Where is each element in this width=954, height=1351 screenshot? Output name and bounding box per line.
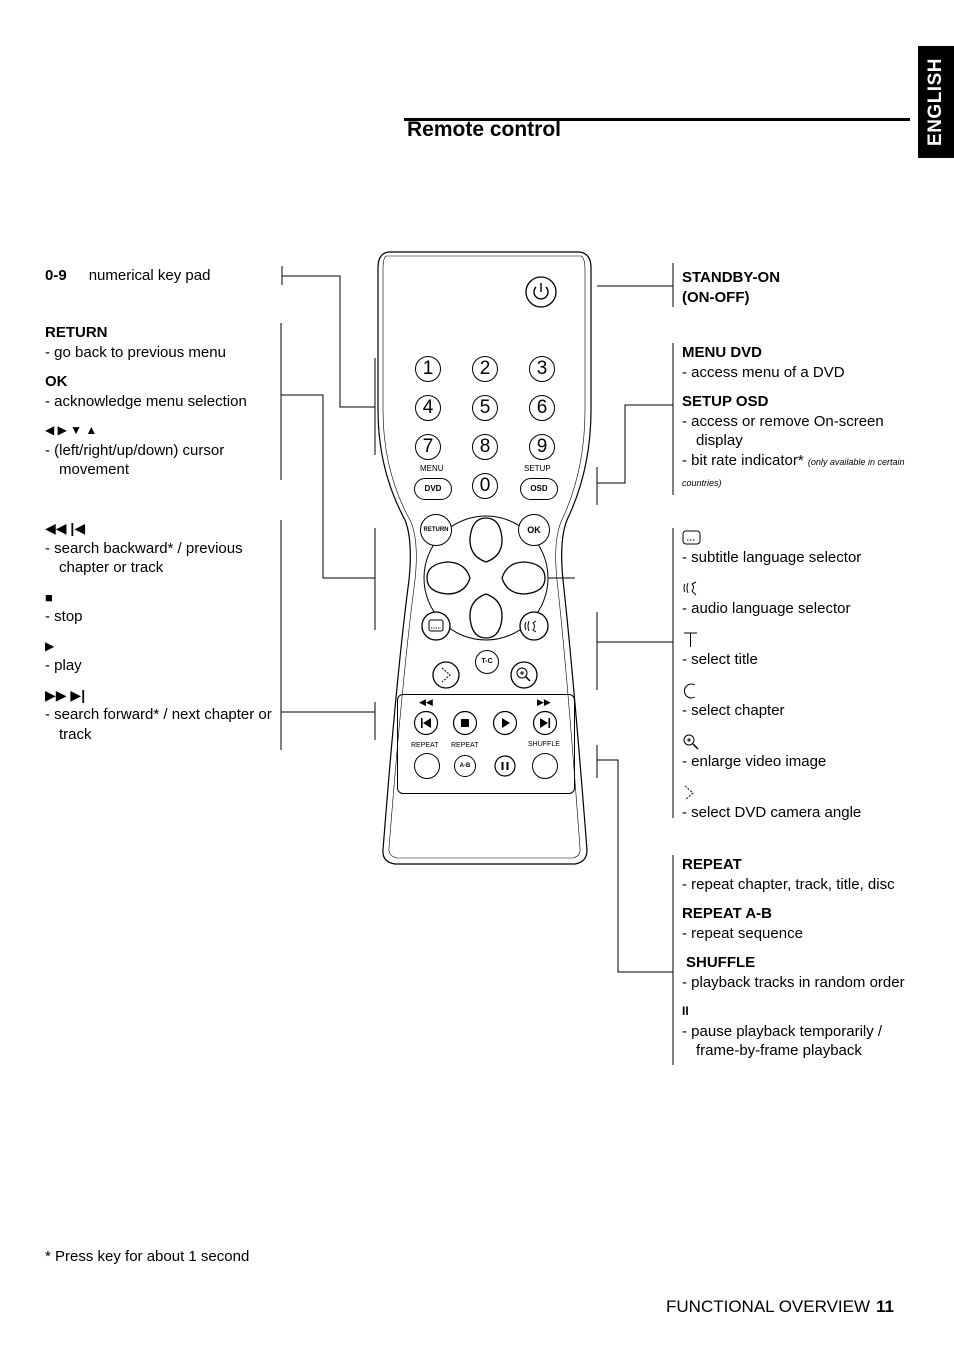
repeat-button[interactable] — [414, 753, 440, 779]
repeat-group: REPEAT - repeat chapter, track, title, d… — [682, 855, 922, 1061]
zoom-icon — [683, 734, 699, 750]
menu-label: MENU — [420, 464, 444, 473]
search-fwd-desc: - search forward* / next chapter or trac… — [45, 706, 272, 743]
play-symbol: ▶ — [45, 638, 55, 653]
shuffle-button[interactable] — [532, 753, 558, 779]
language-tab: ENGLISH — [918, 46, 954, 158]
search-back-symbols: ◀◀ |◀ — [45, 520, 86, 536]
function-keys-group: - subtitle language selector - audio lan… — [682, 528, 912, 822]
menu-setup-group: MENU DVD - access menu of a DVD SETUP OS… — [682, 343, 912, 494]
page-number: 11 — [876, 1297, 895, 1316]
cursor-right-button[interactable] — [501, 561, 546, 595]
play-button[interactable] — [492, 710, 518, 736]
return-title: RETURN — [45, 324, 108, 341]
ok-button[interactable]: OK — [518, 514, 550, 546]
cursor-left-button[interactable] — [426, 561, 471, 595]
angle-desc: - select DVD camera angle — [682, 803, 862, 821]
footer-section: FUNCTIONAL OVERVIEW — [666, 1297, 871, 1316]
digit-0-button[interactable]: 0 — [472, 473, 498, 499]
audio-desc: - audio language selector — [682, 599, 851, 617]
repeat-desc: - repeat chapter, track, title, disc — [682, 875, 895, 893]
subtitle-icon — [682, 530, 701, 545]
audio-icon — [683, 581, 697, 596]
standby-entry: STANDBY-ON (ON-OFF) — [682, 269, 781, 306]
previous-button[interactable] — [413, 710, 439, 736]
numeric-keypad: 1 2 3 4 5 6 7 8 9 0 — [415, 356, 555, 499]
title-icon — [684, 632, 697, 648]
title-chapter-button[interactable]: T-C — [475, 650, 499, 674]
return-desc: - go back to previous menu — [45, 343, 226, 361]
shuffle-desc: - playback tracks in random order — [682, 973, 905, 991]
chapter-desc: - select chapter — [682, 701, 785, 719]
subtitle-desc: - subtitle language selector — [682, 548, 862, 566]
setup-osd-title: SETUP OSD — [682, 393, 769, 410]
digit-1-button[interactable]: 1 — [415, 356, 441, 382]
dvd-menu-button[interactable]: DVD — [414, 478, 452, 500]
repeat-title: REPEAT — [682, 856, 742, 873]
digit-2-button[interactable]: 2 — [472, 356, 498, 382]
search-fwd-symbols: ▶▶ ▶| — [45, 686, 86, 703]
pause-desc: - pause playback temporarily / frame-by-… — [682, 1022, 883, 1060]
page-title: Remote control — [407, 118, 562, 141]
digit-7-button[interactable]: 7 — [415, 434, 441, 460]
pause-symbol: II — [682, 1004, 689, 1018]
zoom-desc: - enlarge video image — [682, 752, 827, 770]
repeat-ab-button[interactable]: A-B — [454, 755, 476, 777]
rewind-label-icon: ◀◀ — [419, 697, 433, 707]
page-footer: FUNCTIONAL OVERVIEW 11 — [666, 1297, 894, 1317]
setup-label: SETUP — [524, 464, 551, 473]
repeat-ab-label: REPEAT — [451, 742, 479, 749]
stop-desc: - stop — [45, 608, 83, 625]
left-menu-group: RETURN - go back to previous menu OK - a… — [45, 323, 280, 480]
navigation-cluster — [423, 515, 549, 641]
return-button[interactable]: RETURN — [420, 514, 452, 546]
digit-3-button[interactable]: 3 — [529, 356, 555, 382]
digit-8-button[interactable]: 8 — [472, 434, 498, 460]
digit-5-button[interactable]: 5 — [472, 395, 498, 421]
ok-title: OK — [45, 373, 68, 390]
menu-dvd-title: MENU DVD — [682, 344, 763, 361]
setup-osd-desc2: - bit rate indicator* (only available in… — [682, 451, 905, 489]
pause-button[interactable] — [494, 755, 516, 777]
transport-panel — [397, 694, 575, 794]
repeat-ab-title: REPEAT A-B — [682, 905, 772, 922]
stop-button[interactable] — [452, 710, 478, 736]
footnote: * Press key for about 1 second — [45, 1248, 250, 1265]
digit-9-button[interactable]: 9 — [529, 434, 555, 460]
shuffle-label: SHUFFLE — [528, 741, 560, 748]
standby-button[interactable] — [523, 274, 559, 310]
cursor-down-button[interactable] — [469, 593, 503, 639]
title-desc: - select title — [682, 650, 758, 668]
next-button[interactable] — [532, 710, 558, 736]
cursor-symbols: ◀ ▶ ▼ ▲ — [45, 423, 98, 437]
setup-osd-button[interactable]: OSD — [520, 478, 558, 500]
chapter-icon — [683, 683, 696, 699]
angle-icon — [684, 785, 694, 801]
left-transport-group: ◀◀ |◀ - search backward* / previous chap… — [45, 519, 280, 744]
audio-button[interactable] — [518, 610, 550, 642]
shuffle-title: SHUFFLE — [686, 954, 756, 971]
subtitle-button[interactable] — [420, 610, 452, 642]
angle-button[interactable] — [431, 660, 461, 690]
menu-dvd-desc: - access menu of a DVD — [682, 363, 845, 381]
digit-4-button[interactable]: 4 — [415, 395, 441, 421]
stop-symbol: ■ — [45, 589, 53, 605]
repeat-label: REPEAT — [411, 742, 439, 749]
remote-control-illustration — [377, 251, 592, 865]
search-back-desc: - search backward* / previous chapter or… — [45, 539, 243, 577]
play-desc: - play — [45, 657, 82, 674]
fast-forward-label-icon: ▶▶ — [537, 697, 551, 707]
setup-osd-desc1: - access or remove On-screen display — [682, 412, 884, 450]
zoom-button[interactable] — [509, 660, 539, 690]
cursor-up-button[interactable] — [469, 517, 503, 563]
digit-6-button[interactable]: 6 — [529, 395, 555, 421]
title-rule — [404, 118, 910, 121]
repeat-ab-desc: - repeat sequence — [682, 924, 803, 942]
ok-desc: - acknowledge menu selection — [45, 392, 247, 410]
cursor-desc: - (left/right/up/down) cursor movement — [45, 441, 225, 479]
